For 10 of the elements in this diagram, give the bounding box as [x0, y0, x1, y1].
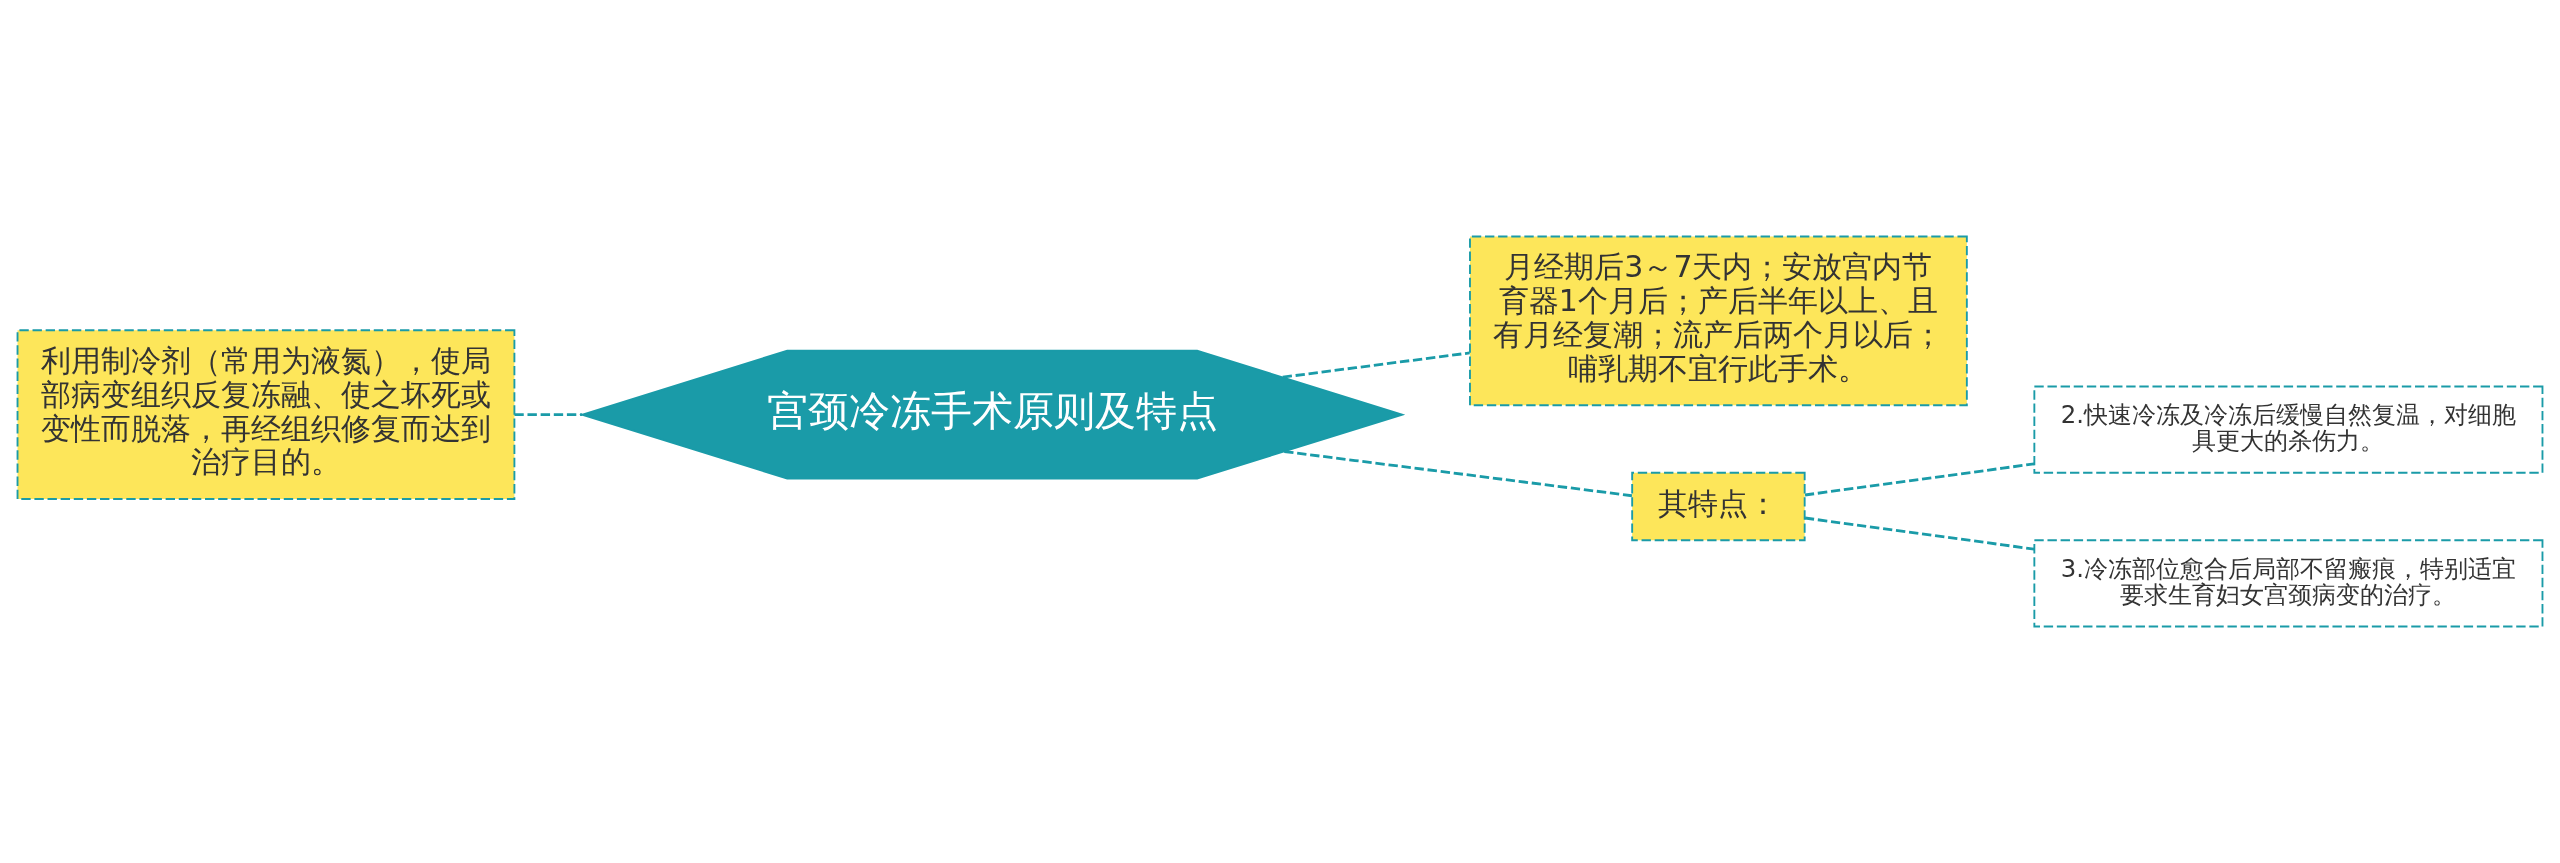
node-box: 月经期后3～7天内；安放宫内节育器1个月后；产后半年以上、且有月经复潮；流产后两个月以后；哺乳期不宜行此手术。 — [1469, 235, 1968, 407]
node-box: 2.快速冷冻及冷冻后缓慢自然复温，对细胞具更大的杀伤力。 — [2033, 385, 2544, 474]
node-box: 其特点： — [1631, 471, 1806, 542]
connector — [514, 413, 583, 417]
node-box: 利用制冷剂（常用为液氮），使局部病变组织反复冻融、使之坏死或变性而脱落，再经组织修复而达到治疗目的。 — [16, 329, 516, 500]
node-box: 3.冷冻部位愈合后局部不留瘢痕，特别适宜要求生育妇女宫颈病变的治疗。 — [2033, 539, 2544, 628]
connector — [1282, 351, 1470, 379]
connector — [1804, 516, 2035, 551]
connector — [1284, 450, 1633, 498]
connector — [1804, 462, 2035, 497]
